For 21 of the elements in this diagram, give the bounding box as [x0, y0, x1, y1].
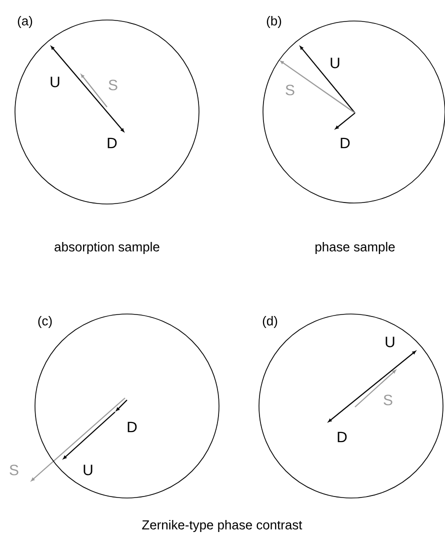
vector-label: S: [286, 84, 294, 96]
caption: phase sample: [316, 242, 395, 254]
vector-label: S: [10, 464, 18, 476]
panel-label: (c): [38, 316, 52, 328]
vector-label: U: [330, 58, 340, 68]
vector-label: D: [108, 138, 117, 148]
vector-label: U: [50, 76, 60, 88]
vector-label: D: [340, 138, 350, 148]
vector-label: U: [84, 464, 92, 476]
vector-label: S: [108, 80, 118, 90]
phasor-circle: [34, 314, 220, 498]
panel-label: (a): [18, 16, 32, 28]
panel-label: (b): [266, 16, 282, 28]
panel-label: (d): [262, 316, 278, 328]
caption: Zernike-type phase contrast: [142, 520, 302, 532]
vector-label: U: [386, 336, 394, 348]
vector-label: D: [338, 432, 347, 442]
phasor-circle: [258, 314, 444, 498]
vector-label: S: [384, 394, 392, 406]
caption: absorption sample: [54, 242, 160, 254]
vector-label: D: [128, 422, 137, 432]
